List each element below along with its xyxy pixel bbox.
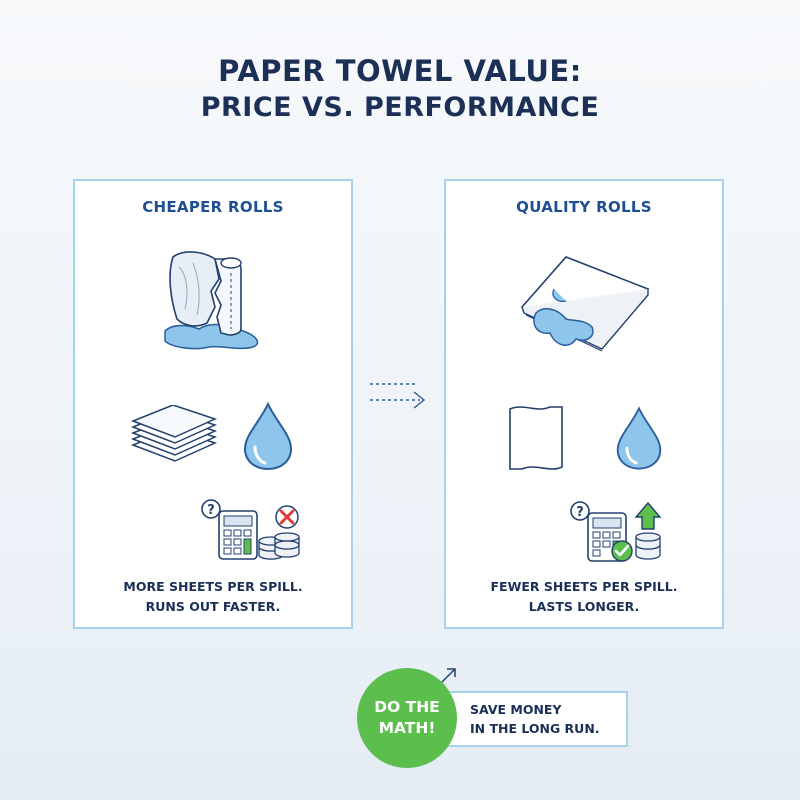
quality-caption-line-2: LASTS LONGER. [528, 599, 640, 614]
badge-line-1: DO THE [374, 698, 440, 716]
small-arrow-icon [440, 668, 456, 684]
cheaper-rolls-caption: MORE SHEETS PER SPILL. RUNS OUT FASTER. [75, 577, 351, 617]
water-drop-icon [616, 406, 662, 470]
sheet-stack-icon [130, 405, 218, 462]
calculator-coins-x-icon: ? [201, 499, 300, 560]
quality-caption-line-1: FEWER SHEETS PER SPILL. [490, 579, 678, 594]
cheaper-caption-line-2: RUNS OUT FASTER. [145, 599, 281, 614]
save-line-2: IN THE LONG RUN. [470, 721, 600, 736]
calculator-coins-check-icon: ? [570, 501, 662, 562]
cheaper-rolls-heading: CHEAPER ROLLS [142, 198, 284, 216]
title-line-2: PRICE VS. PERFORMANCE [200, 92, 600, 123]
quality-rolls-caption: FEWER SHEETS PER SPILL. LASTS LONGER. [446, 577, 722, 617]
save-money-box: SAVE MONEY IN THE LONG RUN. [444, 691, 628, 747]
save-line-1: SAVE MONEY [470, 702, 562, 717]
cheaper-rolls-panel: CHEAPER ROLLS ? [73, 179, 353, 629]
svg-text:?: ? [576, 505, 584, 520]
quality-rolls-panel: QUALITY ROLLS ? [444, 179, 724, 629]
title-line-1: PAPER TOWEL VALUE: [218, 54, 582, 88]
quality-towel-spill-icon [520, 256, 650, 352]
quality-rolls-heading: QUALITY ROLLS [516, 198, 652, 216]
single-sheet-icon [509, 406, 563, 470]
badge-line-2: MATH! [378, 719, 436, 737]
cheaper-caption-line-1: MORE SHEETS PER SPILL. [123, 579, 303, 594]
water-drop-icon [243, 401, 293, 471]
dotted-arrow-icon [370, 383, 426, 409]
do-the-math-badge: DO THE MATH! [357, 668, 457, 768]
torn-towel-spill-icon [164, 251, 259, 350]
svg-text:?: ? [207, 503, 215, 518]
page-title: PAPER TOWEL VALUE: PRICE VS. PERFORMANCE [0, 52, 800, 126]
